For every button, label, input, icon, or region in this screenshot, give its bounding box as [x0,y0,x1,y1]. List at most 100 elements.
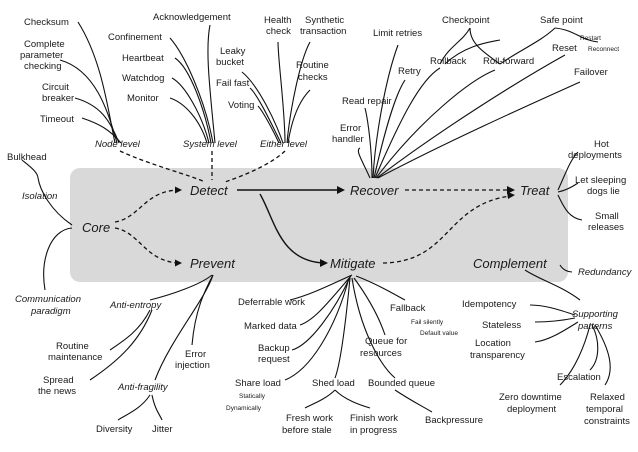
prevent-item: Error [185,349,206,360]
either-item: Routine [296,60,329,71]
mitigate-item: Shed load [312,378,355,389]
prevent-item: Jitter [152,424,173,435]
isolation-label: Isolation [22,191,57,202]
node-item: checking [24,61,62,72]
recover-item: Error [340,123,361,134]
complement-label: Complement [473,256,548,271]
system-item: Acknowledgement [153,12,231,23]
mitigate-item: request [258,354,290,365]
communication-label: Communication [15,294,81,305]
either-item: Synthetic [305,15,344,26]
either-item: Leaky [220,46,246,57]
mitigate-item: Finish work [350,413,398,424]
mitigate-item: Deferrable work [238,297,305,308]
node-item: breaker [42,93,74,104]
mitigate-item: Statically [239,393,266,400]
mitigate-item: in progress [350,425,397,436]
recover-item: Reconnect [588,46,619,53]
node-item: parameter [20,50,63,61]
complement-item: deployment [507,404,556,415]
mitigate-item: Fallback [390,303,426,314]
supporting-patterns-label: Supporting [572,309,619,320]
core-box [70,168,568,282]
either-item: bucket [216,57,244,68]
either-level-label: Either level [260,139,308,150]
system-item: Confinement [108,32,162,43]
redundancy-label: Redundancy [578,267,633,278]
recover-item: handler [332,134,364,145]
mitigate-item: Marked data [244,321,298,332]
complement-item: Stateless [482,320,521,331]
either-item: Health [264,15,291,26]
prevent-item: Diversity [96,424,133,435]
treat-item: dogs lie [587,186,620,197]
complement-item: Zero downtime [499,392,562,403]
recover-item: Checkpoint [442,15,490,26]
node-level-label: Node level [95,139,141,150]
prevent-item: Routine [56,341,89,352]
treat-label: Treat [520,183,551,198]
mitigate-item: before stale [282,425,332,436]
treat-item: Hot [594,139,609,150]
mitigate-item: Queue for [365,336,407,347]
treat-item: Let sleeping [575,175,626,186]
complement-item: constraints [584,416,630,427]
recover-label: Recover [350,183,399,198]
node-item: Timeout [40,114,74,125]
prevent-item: injection [175,360,210,371]
recover-item: Limit retries [373,28,422,39]
system-item: Watchdog [122,73,164,84]
treat-item: Small [595,211,619,222]
either-item: Voting [228,100,254,111]
connector-lines [21,21,611,421]
treat-item: deployments [568,150,622,161]
recover-item: Safe point [540,15,583,26]
node-item: Checksum [24,17,69,28]
recover-item: Restart [580,35,601,42]
mitigate-item: Backpressure [425,415,483,426]
recover-item: Reset [552,43,577,54]
prevent-item: maintenance [48,352,102,363]
anti-fragility-label: Anti-fragility [117,382,169,393]
detect-label: Detect [190,183,229,198]
prevent-item: the news [38,386,76,397]
either-item: check [266,26,291,37]
complement-item: Relaxed [590,392,625,403]
either-item: checks [298,72,328,83]
prevent-label: Prevent [190,256,236,271]
system-item: Heartbeat [122,53,164,64]
node-item: Circuit [42,82,69,93]
system-item: Monitor [127,93,159,104]
recover-item: Rollback [430,56,467,67]
core-label: Core [82,220,110,235]
paradigm-label: paradigm [30,306,71,317]
complement-item: Location [475,338,511,349]
recover-item: Failover [574,67,608,78]
either-item: transaction [300,26,346,37]
mitigate-item: Fail silently [411,319,444,326]
mitigate-item: resources [360,348,402,359]
complement-item: Idempotency [462,299,517,310]
core-flow-arrows [114,186,515,267]
complement-item: temporal [586,404,623,415]
mitigate-item: Default value [420,330,458,337]
either-item: Fail fast [216,78,250,89]
treat-item: releases [588,222,624,233]
mitigate-item: Fresh work [286,413,333,424]
supporting-patterns-label: patterns [577,321,613,332]
mitigate-item: Share load [235,378,281,389]
mitigate-item: Dynamically [226,405,262,412]
mitigate-label: Mitigate [330,256,376,271]
mitigate-item: Bounded queue [368,378,435,389]
complement-item: transparency [470,350,525,361]
recover-item: Retry [398,66,421,77]
system-level-label: System level [183,139,238,150]
prevent-item: Spread [43,375,74,386]
bulkhead-label: Bulkhead [7,152,47,163]
mitigate-item: Backup [258,343,290,354]
anti-entropy-label: Anti-entropy [109,300,162,311]
node-item: Complete [24,39,65,50]
complement-item: Escalation [557,372,601,383]
recover-item: Roll-forward [483,56,534,67]
